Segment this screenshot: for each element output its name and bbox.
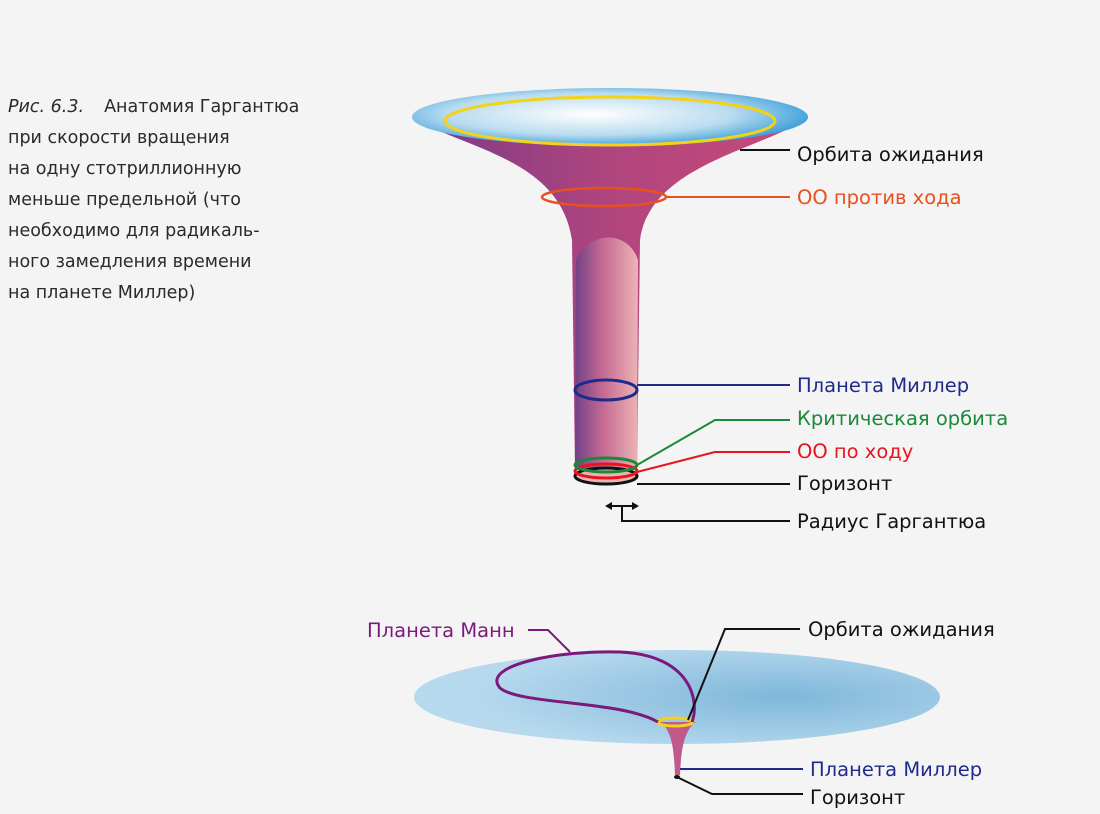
leader-line — [636, 451, 790, 473]
caption-line: меньше предельной (что — [8, 190, 241, 210]
funnel-tube — [575, 237, 638, 470]
label-miller-planet: Планета Миллер — [797, 374, 969, 397]
waiting-orbit-ring — [443, 95, 777, 147]
gargantua-embedding-funnel: Орбита ожидания ОО против хода Планета М… — [412, 88, 1008, 533]
label-miller-planet: Планета Миллер — [810, 758, 982, 781]
label-horizon: Горизонт — [797, 472, 892, 495]
radius-arrow-icon — [605, 502, 790, 522]
miller-planet-ring — [573, 378, 639, 402]
horizon-dot — [674, 775, 680, 779]
caption-line: на планете Миллер) — [8, 283, 196, 303]
caption-line: Анатомия Гаргантюа — [104, 97, 300, 117]
figure-number: Рис. 6.3. — [8, 97, 85, 117]
label-critical-orbit: Критическая орбита — [797, 407, 1008, 430]
caption-line: на одну стотриллионную — [8, 159, 242, 179]
label-gargantua-radius: Радиус Гаргантюа — [797, 510, 986, 533]
label-prograde-isco: ОО по ходу — [797, 440, 913, 463]
leader-line — [678, 777, 803, 795]
label-waiting-orbit: Орбита ожидания — [808, 618, 995, 641]
leader-line — [636, 419, 790, 466]
label-mann-planet: Планета Манн — [367, 619, 515, 642]
caption-line: при скорости вращения — [8, 128, 230, 148]
gargantua-flat-disc: Планета Манн Орбита ожидания Планета Мил… — [367, 618, 995, 809]
label-retrograde-isco: ОО против хода — [797, 186, 962, 209]
label-waiting-orbit: Орбита ожидания — [797, 143, 984, 166]
disc-throat — [660, 722, 696, 775]
caption-line: необходимо для радикаль- — [8, 221, 260, 241]
mann-planet-orbit — [495, 650, 696, 724]
caption-line: ного замедления времени — [8, 252, 252, 272]
label-horizon: Горизонт — [810, 786, 905, 809]
leader-line — [528, 629, 571, 653]
leader-line — [687, 628, 800, 721]
disc-surface — [414, 650, 940, 744]
figure-caption: Рис. 6.3. Анатомия Гаргантюа при скорости… — [8, 92, 308, 309]
